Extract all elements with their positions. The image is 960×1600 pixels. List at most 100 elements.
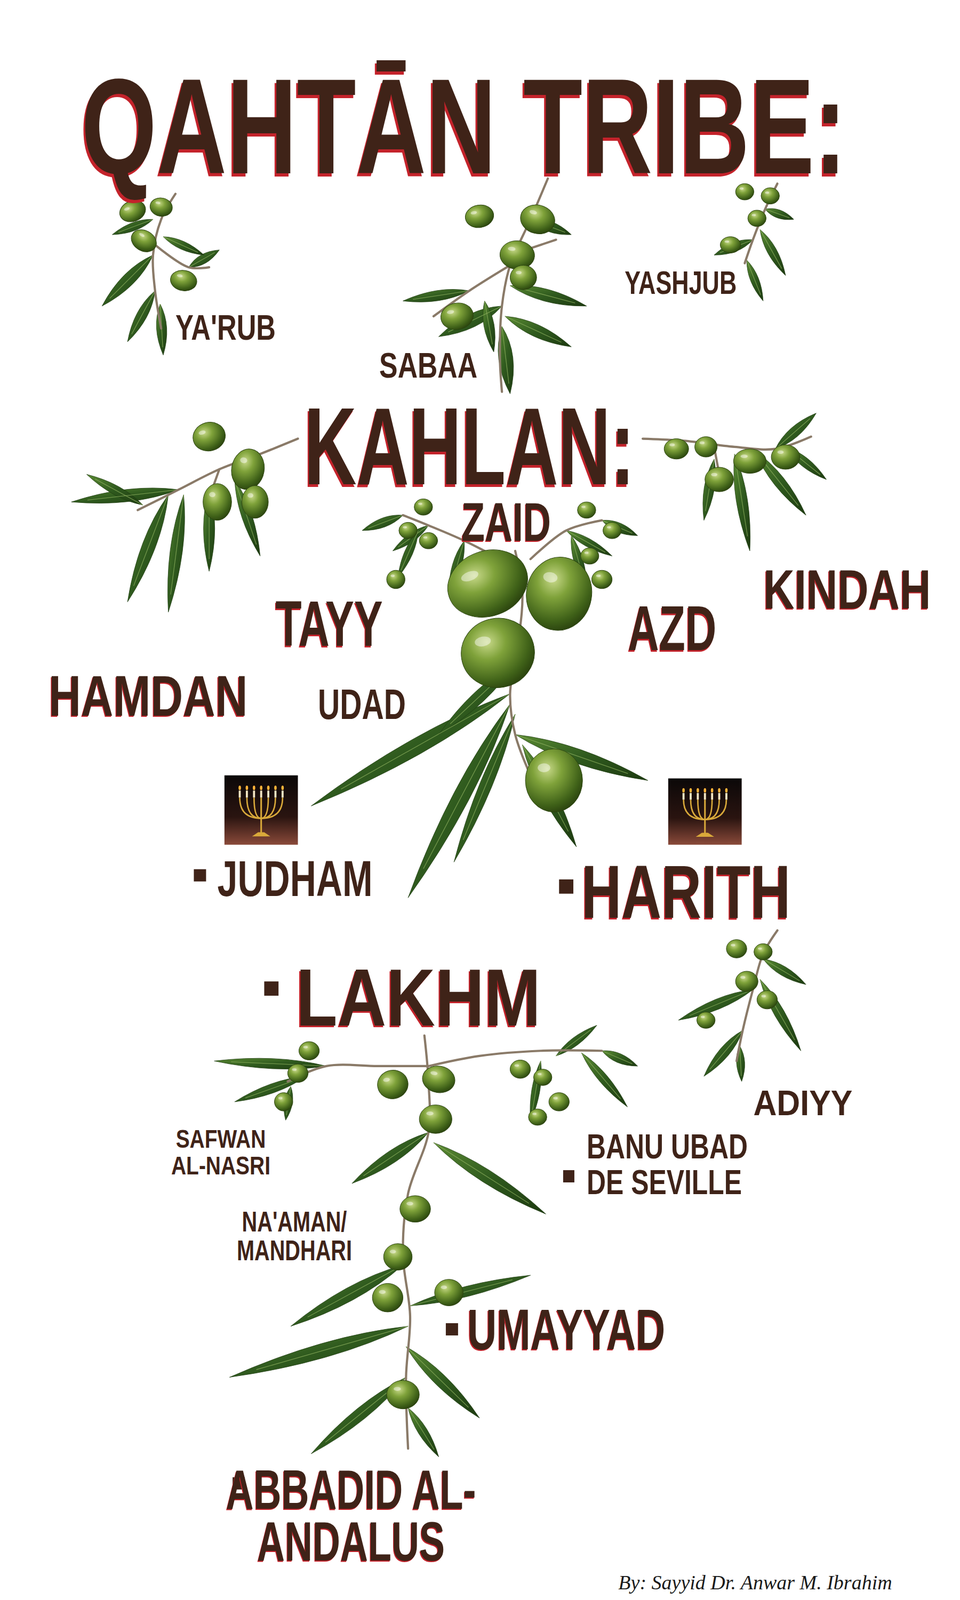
olive-body: [298, 1041, 319, 1060]
leaf-midrib: [760, 229, 782, 269]
olive-body: [694, 436, 718, 458]
olive-body: [383, 1243, 413, 1271]
olive-body: [754, 943, 773, 960]
menorah-candle: [281, 790, 284, 798]
leaf-midrib: [765, 209, 790, 218]
leaf-midrib: [188, 252, 215, 268]
olive-highlight: [440, 1285, 447, 1290]
olive-branch: [310, 498, 648, 898]
olive-fruit: [771, 444, 800, 470]
olive-body: [398, 522, 418, 539]
olive-branch: [642, 413, 827, 551]
olive-highlight: [740, 976, 746, 979]
leaf-midrib: [94, 478, 143, 506]
olive-leaf: [602, 1050, 638, 1067]
olive-highlight: [724, 240, 730, 243]
olive-fruit: [602, 522, 621, 539]
leaf-midrib: [368, 515, 404, 528]
olive-branch: [678, 930, 806, 1082]
olive-highlight: [446, 309, 454, 315]
olive-fruit: [203, 483, 232, 521]
menorah-candle: [718, 793, 721, 800]
olive-branch: [214, 1025, 638, 1457]
olive-highlight: [542, 571, 559, 584]
olive-highlight: [730, 944, 735, 947]
olive-highlight: [507, 246, 516, 252]
olive-body: [372, 1283, 403, 1312]
menorah-flame: [710, 788, 714, 793]
leaf-midrib: [746, 260, 761, 295]
olive-stem: [155, 244, 210, 269]
menorah-icon: [668, 778, 742, 845]
olive-body: [434, 1279, 464, 1307]
olive-highlight: [155, 201, 161, 205]
tribe-label: ZAID: [461, 494, 551, 550]
olive-highlight: [757, 947, 763, 950]
menorah-base: [251, 832, 270, 837]
leaf-midrib: [532, 1060, 541, 1114]
olive-body: [420, 1063, 458, 1096]
tribe-label: ADIYY: [753, 1084, 853, 1121]
menorah-stem: [704, 799, 706, 835]
olive-leaf: [433, 1142, 546, 1214]
olive-highlight: [176, 273, 183, 278]
olive-fruit: [169, 268, 199, 293]
olive-leaf: [505, 316, 572, 347]
olive-highlight: [581, 505, 586, 508]
olive-highlight: [418, 502, 423, 505]
olive-body: [375, 1067, 411, 1102]
olive-leaf: [101, 254, 154, 307]
olive-fruit: [754, 943, 773, 960]
leaf-midrib: [556, 1029, 591, 1056]
leaf-midrib: [433, 1142, 530, 1204]
olive-leaf: [229, 1326, 408, 1378]
menorah-candle: [245, 790, 248, 798]
menorah-flame: [682, 788, 685, 793]
menorah-candle: [710, 793, 714, 800]
leaf-midrib: [484, 300, 493, 344]
olive-body: [664, 438, 689, 460]
olive-fruit: [528, 1108, 547, 1126]
olive-leaf: [763, 958, 806, 985]
olive-fruit: [580, 547, 599, 565]
olive-fruit: [116, 196, 149, 226]
olive-highlight: [584, 551, 589, 554]
olive-leaf: [127, 494, 169, 603]
leaf-midrib: [501, 326, 509, 384]
olive-highlight: [532, 1112, 537, 1115]
olive-body: [577, 501, 596, 519]
olive-body: [228, 446, 268, 493]
olive-body: [602, 522, 621, 539]
olive-fruit: [386, 570, 405, 589]
olive-fruit: [372, 1283, 403, 1312]
olive-body: [419, 532, 438, 550]
olive-highlight: [537, 1073, 542, 1076]
olive-branches: [71, 178, 827, 1490]
menorah-flame: [725, 788, 728, 793]
tribe-label: KAHLAN:: [304, 391, 635, 502]
olive-leaf: [403, 289, 470, 302]
olive-body: [498, 239, 536, 271]
menorah-candle: [274, 790, 277, 798]
olive-leaf: [163, 236, 205, 255]
olive-fruit: [189, 418, 229, 455]
tribe-label: YASHJUB: [624, 266, 737, 300]
menorah-base: [696, 832, 715, 837]
leaf-midrib: [412, 290, 470, 300]
olive-highlight: [553, 1097, 558, 1100]
olive-fruit: [438, 300, 476, 333]
olive-fruit: [298, 1041, 319, 1060]
olive-body: [528, 1108, 547, 1126]
olive-highlight: [514, 1064, 519, 1067]
olive-highlight: [379, 1290, 387, 1294]
menorah-candle: [260, 790, 263, 798]
olive-body: [116, 196, 149, 226]
leaf-midrib: [131, 290, 156, 334]
olive-fruit: [398, 522, 418, 539]
olive-highlight: [752, 213, 757, 216]
olive-leaf: [86, 474, 143, 505]
olive-highlight: [710, 473, 718, 477]
olive-fruit: [756, 990, 778, 1009]
author-credit: By: Sayyid Dr. Anwar M. Ibrahim: [618, 1572, 892, 1593]
